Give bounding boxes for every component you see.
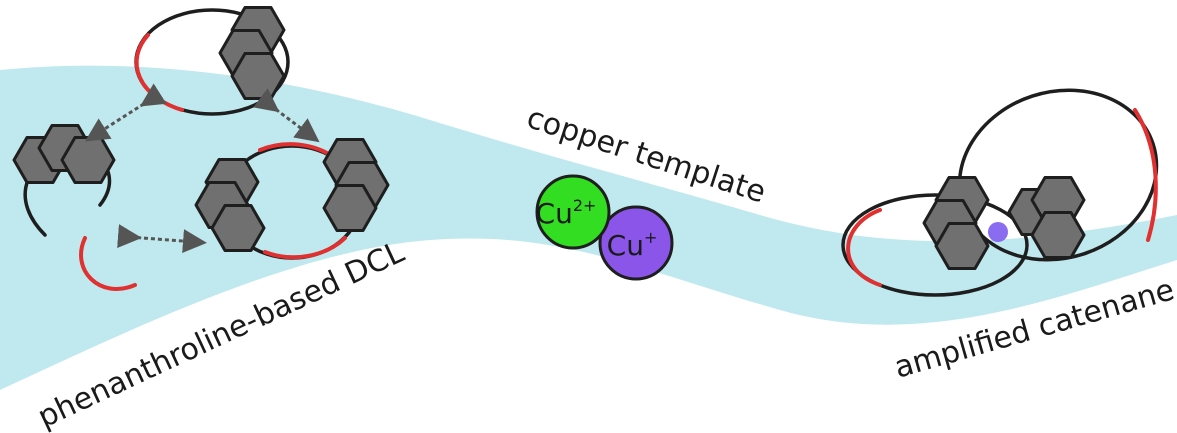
open-fragment-left <box>12 124 116 237</box>
cu1-ion <box>598 205 674 281</box>
cu2-label: Cu2+ <box>536 196 597 230</box>
cu1-label: Cu+ <box>607 228 658 262</box>
catenane <box>841 88 1159 297</box>
macrocycle-dimer <box>194 138 390 260</box>
copper-center-atom <box>988 222 1008 242</box>
free-linker <box>79 236 137 291</box>
cu2-ion <box>535 174 611 250</box>
macrocycle-top <box>134 6 290 116</box>
equilibrium-arrows <box>84 83 320 254</box>
copper-ions: Cu2+ Cu+ <box>535 174 674 281</box>
linker-segment <box>134 33 184 112</box>
